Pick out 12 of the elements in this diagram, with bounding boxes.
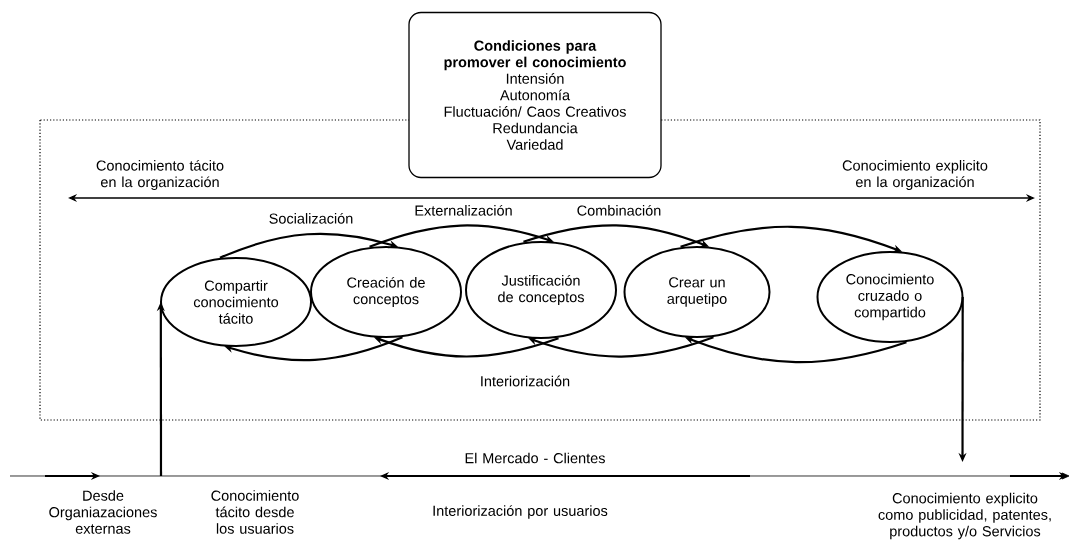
- label: Conocimiento explicito en la organización: [842, 160, 988, 190]
- label: Desde Organiazaciones externas: [49, 490, 157, 534]
- label: Interiorización por usuarios: [433, 505, 608, 519]
- edge-label: Combinación: [577, 204, 661, 216]
- label: Conocimiento tácito en la organización: [96, 159, 224, 191]
- conditions-box: Condiciones para promover el conocimiento Intensión Autonomía Fluctuación/ Caos Creativos Redundancia Variedad: [408, 11, 662, 179]
- label: Interiorización: [481, 375, 570, 387]
- edge-label: Externalización: [415, 204, 512, 216]
- label: Conocimiento explicito como publicidad, patentes, productos y/o Servicios: [878, 492, 1051, 540]
- label: El Mercado - Clientes: [465, 452, 605, 464]
- label: Conocimiento tácito desde los usuarios: [211, 490, 299, 534]
- edge-label: Socialización: [269, 212, 353, 224]
